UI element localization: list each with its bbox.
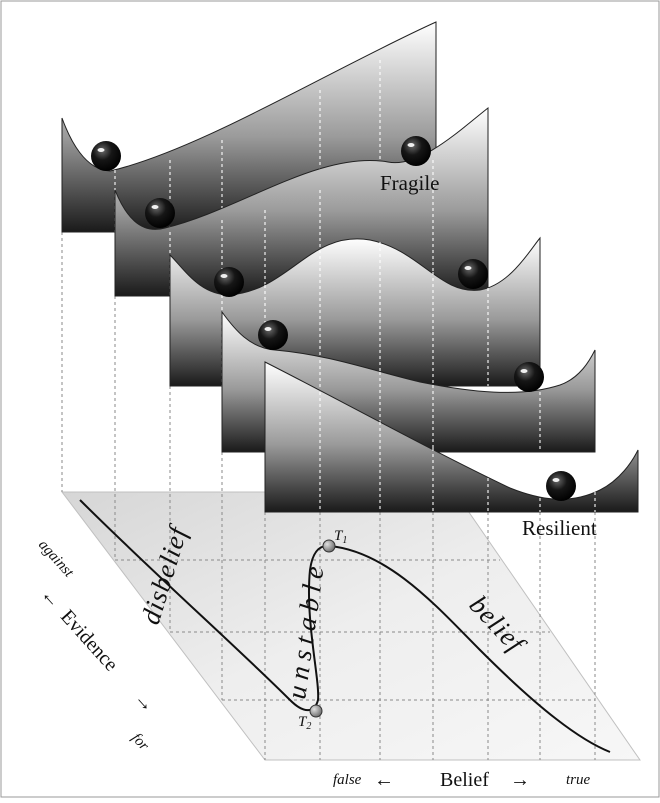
belief-axis: false ← Belief → true: [333, 769, 591, 791]
belief-arrow-right: →: [510, 769, 530, 791]
plane-grid-lines: [115, 559, 595, 701]
landscape-slice-5: [264, 361, 639, 513]
equilibrium-curve: [79, 499, 611, 753]
tipping-point-t1: [322, 539, 336, 553]
fragile-label: Fragile: [380, 171, 439, 195]
t1-label: T1: [334, 528, 347, 546]
ball-slice-2-left: [145, 198, 175, 228]
belief-arrow-left: ←: [374, 769, 394, 791]
false-label: false: [333, 772, 362, 788]
ball-slice-4-right: [514, 362, 544, 392]
ball-slice-3-right: [458, 259, 488, 289]
evidence-axis-label: Evidence: [56, 606, 122, 676]
for-label: for: [128, 730, 152, 754]
ball-slice-1: [91, 141, 121, 171]
t2-label: T2: [298, 714, 311, 732]
evidence-arrow-right: →: [130, 687, 160, 717]
resilient-label: Resilient: [522, 516, 597, 540]
true-label: true: [566, 772, 591, 788]
ball-slice-3-left: [214, 267, 244, 297]
belief-axis-label: Belief: [440, 769, 489, 791]
ball-slice-5: [546, 471, 576, 501]
vertical-drop-lines: [61, 232, 596, 760]
against-label: against: [35, 537, 77, 581]
ball-slice-4-left: [258, 320, 288, 350]
ball-slice-2-right: [401, 136, 431, 166]
evidence-arrow-left: ←: [36, 583, 66, 613]
tipping-point-t2: [309, 704, 323, 718]
